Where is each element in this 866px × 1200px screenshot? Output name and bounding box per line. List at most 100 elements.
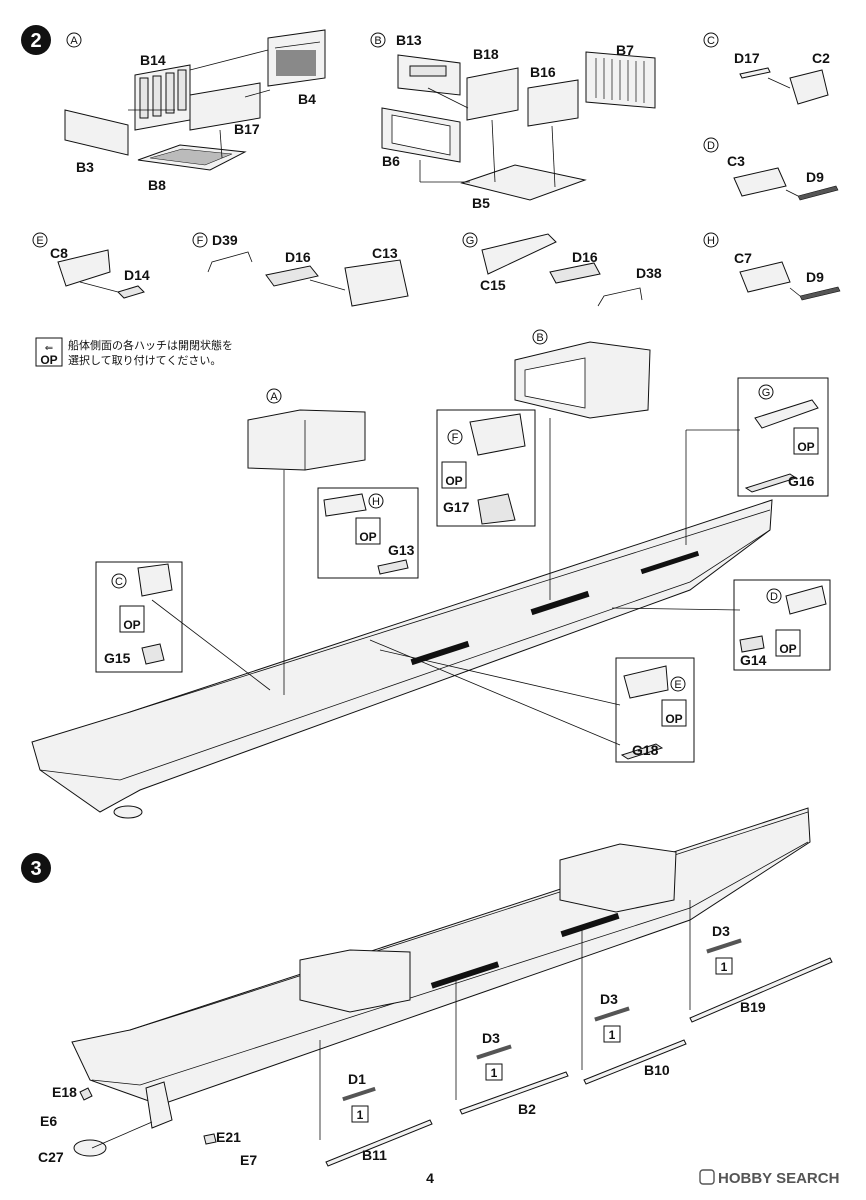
callout-g: G OP G16 <box>685 377 829 545</box>
svg-text:OP: OP <box>779 642 796 656</box>
svg-text:B7: B7 <box>616 42 634 58</box>
svg-text:D1: D1 <box>348 1071 366 1087</box>
svg-text:OP: OP <box>40 353 57 367</box>
callout-d: D OP G14 <box>611 579 831 671</box>
sub-assembly-d: D C3 D9 <box>703 137 839 201</box>
svg-text:B14: B14 <box>140 52 166 68</box>
step3-bow-parts: E18 E6 C27 E21 E7 <box>38 1084 257 1168</box>
svg-text:B6: B6 <box>382 153 400 169</box>
svg-text:3: 3 <box>30 858 41 880</box>
sub-assembly-h: H C7 D9 <box>703 232 841 301</box>
svg-text:B: B <box>536 332 543 344</box>
svg-text:1: 1 <box>491 1066 498 1080</box>
svg-text:B17: B17 <box>234 121 260 137</box>
svg-text:E: E <box>36 235 43 247</box>
svg-text:B3: B3 <box>76 159 94 175</box>
svg-text:G: G <box>466 235 475 247</box>
svg-text:B10: B10 <box>644 1062 670 1078</box>
sub-assembly-b: B B13 B18 B16 B7 B6 B5 <box>370 32 656 211</box>
svg-text:D3: D3 <box>712 923 730 939</box>
svg-text:D17: D17 <box>734 50 760 66</box>
svg-text:F: F <box>452 432 459 444</box>
sub-assembly-e: E C8 D14 <box>32 232 150 299</box>
svg-text:2: 2 <box>30 30 41 52</box>
svg-text:C15: C15 <box>480 277 506 293</box>
callout-c: C OP G15 <box>95 561 271 691</box>
svg-text:C3: C3 <box>727 153 745 169</box>
step-3-marker: 3 <box>21 853 51 883</box>
svg-text:⇐: ⇐ <box>45 343 53 354</box>
svg-text:G13: G13 <box>388 542 415 558</box>
svg-text:OP: OP <box>123 618 140 632</box>
svg-text:D39: D39 <box>212 232 238 248</box>
callout-f: F OP G17 <box>436 409 536 527</box>
svg-text:HOBBY SEARCH: HOBBY SEARCH <box>718 1170 839 1187</box>
svg-text:G: G <box>762 387 771 399</box>
svg-text:E18: E18 <box>52 1084 77 1100</box>
svg-text:C7: C7 <box>734 250 752 266</box>
hull-step3 <box>71 807 811 1129</box>
svg-text:1: 1 <box>609 1028 616 1042</box>
svg-text:E21: E21 <box>216 1129 241 1145</box>
svg-text:G18: G18 <box>632 742 659 758</box>
assembly-b-on-hull: B <box>514 329 651 600</box>
svg-text:D16: D16 <box>285 249 311 265</box>
svg-text:H: H <box>372 496 380 508</box>
hull-step2 <box>31 499 773 819</box>
svg-text:B4: B4 <box>298 91 316 107</box>
svg-text:G14: G14 <box>740 652 767 668</box>
svg-text:C8: C8 <box>50 245 68 261</box>
svg-text:D14: D14 <box>124 267 150 283</box>
svg-text:D3: D3 <box>482 1030 500 1046</box>
svg-text:B19: B19 <box>740 999 766 1015</box>
svg-text:D9: D9 <box>806 269 824 285</box>
keel-strips: D1 1 B11 D3 1 B2 D3 1 B10 D3 1 B19 <box>319 900 833 1167</box>
step-2-marker: 2 <box>21 25 51 55</box>
sub-assembly-g: G D16 C15 D38 <box>462 232 662 307</box>
svg-text:D16: D16 <box>572 249 598 265</box>
callout-e: E OP G18 <box>369 639 695 763</box>
svg-text:D9: D9 <box>806 169 824 185</box>
svg-text:B13: B13 <box>396 32 422 48</box>
svg-text:E: E <box>674 679 681 691</box>
sub-assembly-f: F D39 D16 C13 <box>192 232 409 307</box>
assembly-a-on-hull: A <box>247 388 366 695</box>
svg-text:F: F <box>197 235 204 247</box>
svg-text:A: A <box>70 35 78 47</box>
svg-text:OP: OP <box>797 440 814 454</box>
svg-text:1: 1 <box>357 1108 364 1122</box>
page-number: 4 <box>426 1170 434 1186</box>
svg-text:D3: D3 <box>600 991 618 1007</box>
svg-text:D: D <box>770 591 778 603</box>
svg-text:C2: C2 <box>812 50 830 66</box>
svg-text:H: H <box>707 235 715 247</box>
hatch-note: ⇐ OP 船体側面の各ハッチは開閉状態を 選択して取り付けてください。 <box>35 337 233 367</box>
svg-text:選択して取り付けてください。: 選択して取り付けてください。 <box>68 353 221 367</box>
svg-text:D38: D38 <box>636 265 662 281</box>
svg-text:B2: B2 <box>518 1101 536 1117</box>
svg-text:1: 1 <box>721 960 728 974</box>
svg-text:E7: E7 <box>240 1152 257 1168</box>
svg-text:B18: B18 <box>473 46 499 62</box>
svg-text:G16: G16 <box>788 473 815 489</box>
sub-assembly-a: A B14 B4 B17 B3 B8 <box>64 29 326 193</box>
svg-text:船体側面の各ハッチは開閉状態を: 船体側面の各ハッチは開閉状態を <box>68 338 233 352</box>
svg-text:OP: OP <box>359 530 376 544</box>
svg-text:D: D <box>707 140 715 152</box>
svg-text:G15: G15 <box>104 650 131 666</box>
svg-text:C13: C13 <box>372 245 398 261</box>
svg-text:B11: B11 <box>362 1147 387 1163</box>
callout-h: H OP G13 <box>317 487 419 579</box>
svg-text:OP: OP <box>445 474 462 488</box>
svg-text:B16: B16 <box>530 64 556 80</box>
sub-assembly-c: C D17 C2 <box>703 32 830 105</box>
svg-text:OP: OP <box>665 712 682 726</box>
svg-text:E6: E6 <box>40 1113 57 1129</box>
svg-text:C: C <box>115 576 123 588</box>
watermark: HOBBY SEARCH <box>699 1169 839 1187</box>
svg-text:C: C <box>707 35 715 47</box>
svg-text:A: A <box>270 391 278 403</box>
svg-text:G17: G17 <box>443 499 470 515</box>
svg-text:C27: C27 <box>38 1149 64 1165</box>
